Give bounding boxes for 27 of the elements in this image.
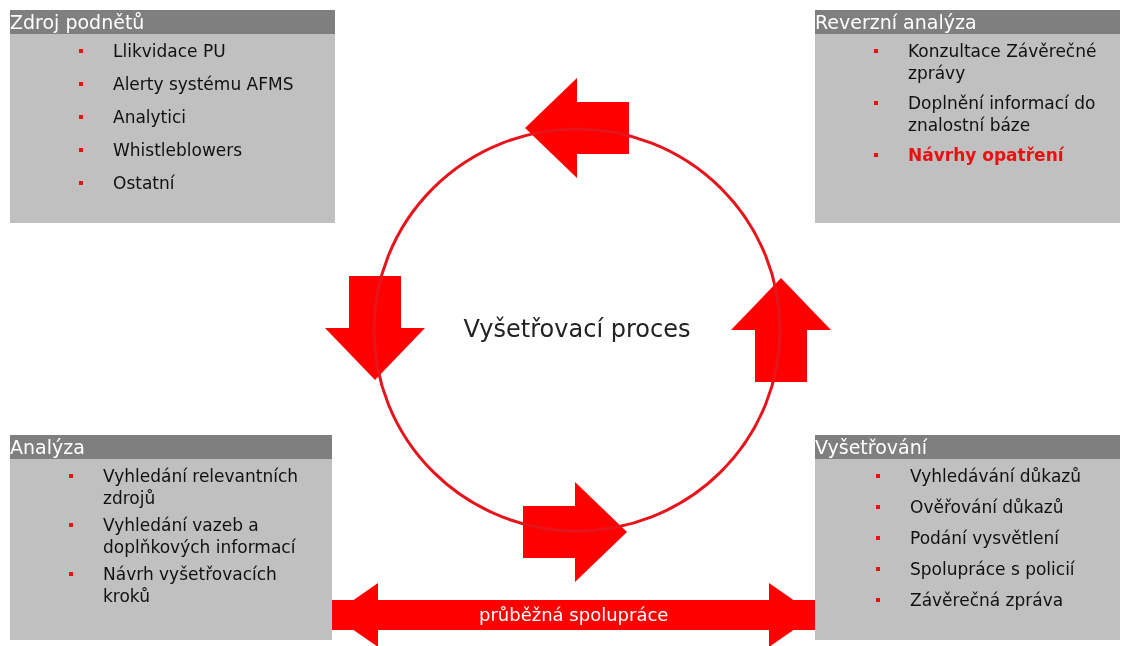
stage-panel (10, 435, 332, 640)
list-item-text: Závěrečná zpráva (910, 590, 1064, 610)
list-item-text: Podání vysvětlení (910, 528, 1059, 548)
panel-heading: Vyšetřování (815, 435, 927, 459)
list-item-text: Návrhy opatření (908, 145, 1064, 165)
list-item-text: Doplnění informací do znalostní báze (908, 93, 1096, 135)
double-arrow (332, 583, 815, 646)
panel-heading: Analýza (10, 435, 85, 459)
list-item-text: Návrh vyšetřovacích kroků (103, 564, 277, 606)
list-item-text: Spolupráce s policií (910, 559, 1075, 579)
stage-panel (815, 435, 1120, 640)
list-item-text: Vyhledání vazeb a doplňkových informací (103, 515, 296, 557)
list-item-text: Analytici (113, 107, 187, 127)
list-item-text: Vyhledání relevantních zdrojů (103, 466, 299, 508)
panel-heading: Reverzní analýza (815, 10, 977, 34)
list-item-text: Vyhledávání důkazů (910, 466, 1081, 486)
list-item-text: Ověřování důkazů (910, 497, 1064, 517)
panel-heading: Zdroj podnětů (10, 10, 145, 34)
list-item-text: Llikvidace PU (113, 41, 226, 61)
process-circle (372, 127, 782, 533)
list-item-text: Alerty systému AFMS (113, 74, 294, 94)
list-item-text: Konzultace Závěrečné zprávy (908, 41, 1097, 83)
list-item-text: Whistleblowers (113, 140, 243, 160)
stage-panel (10, 10, 335, 223)
stage-panel (815, 10, 1120, 223)
center-title: Vyšetřovací proces (462, 315, 692, 343)
list-item-text: Ostatní (113, 173, 175, 193)
